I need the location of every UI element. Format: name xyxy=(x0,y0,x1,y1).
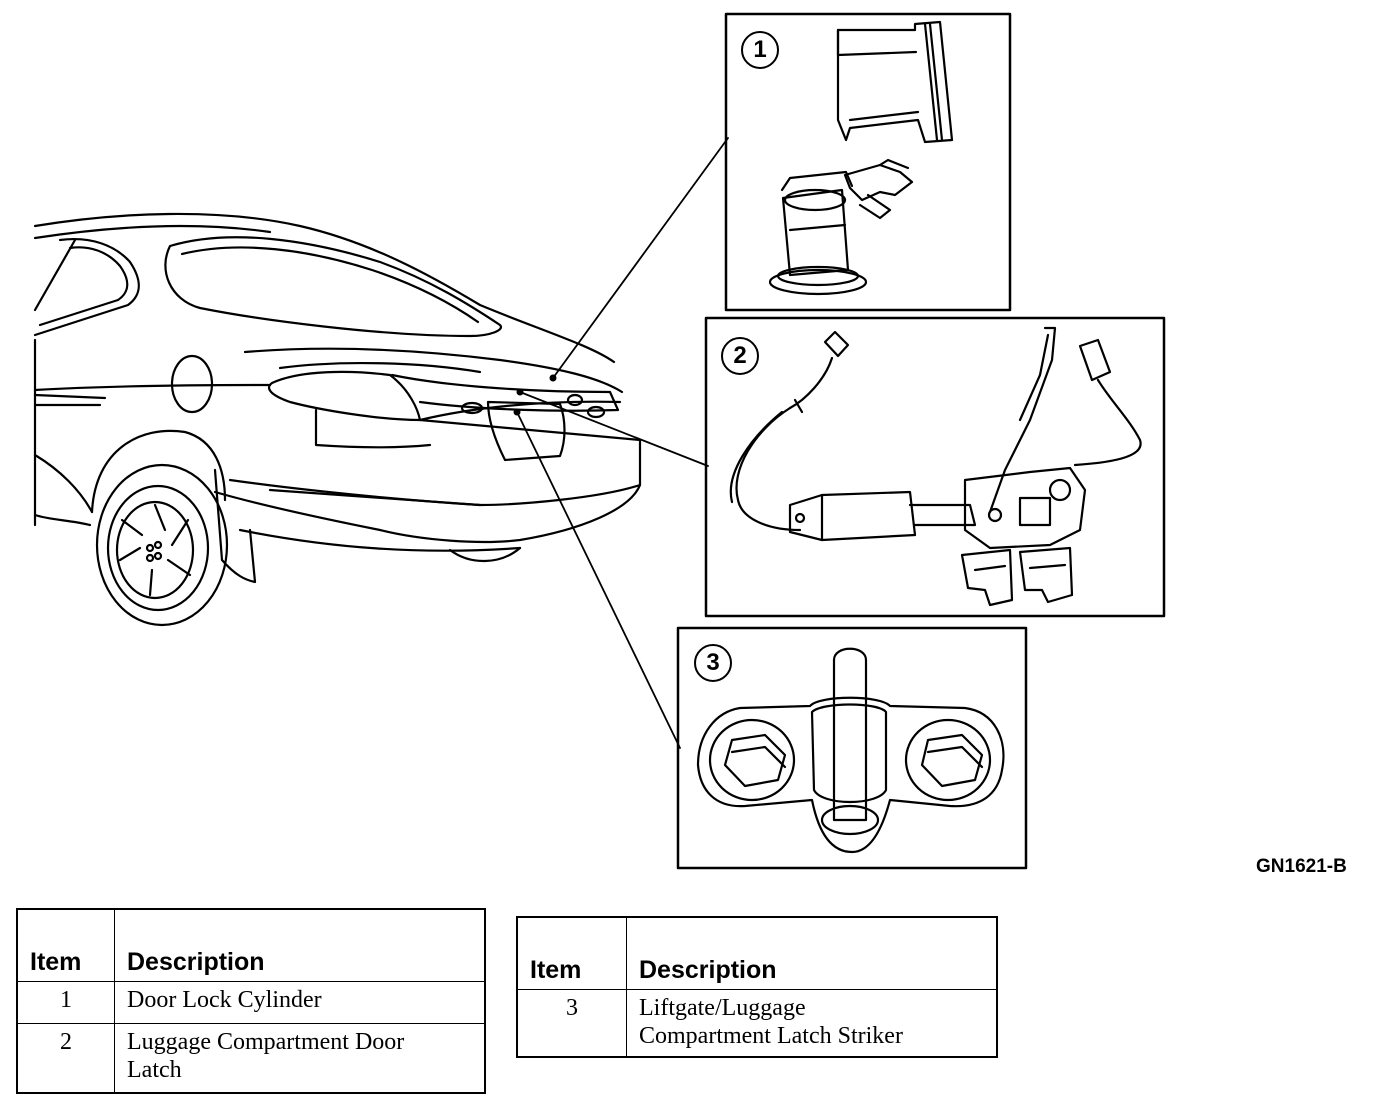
header-item: Item xyxy=(516,916,627,990)
item-number: 2 xyxy=(16,1022,115,1094)
description-line: Liftgate/Luggage xyxy=(639,994,806,1021)
description-line: Luggage Compartment Door xyxy=(127,1028,405,1055)
description-line: Latch xyxy=(127,1056,182,1083)
header-item: Item xyxy=(16,908,115,982)
vehicle-rear-view xyxy=(33,212,642,627)
legend-table-left: Item Description 1 Door Lock Cylinder 2 … xyxy=(16,908,486,1094)
description-line: Door Lock Cylinder xyxy=(127,986,322,1013)
door-latch-illustration xyxy=(729,326,1142,607)
leader-lines xyxy=(516,137,729,749)
header-description: Description xyxy=(114,908,486,982)
lock-cylinder-illustration xyxy=(768,20,954,296)
header-description: Description xyxy=(626,916,998,990)
callout-3: 3 xyxy=(694,644,732,682)
detail-box-1 xyxy=(724,12,1012,312)
item-description: Door Lock Cylinder xyxy=(114,980,486,1024)
callout-2: 2 xyxy=(721,337,759,375)
detail-box-3 xyxy=(676,626,1028,870)
latch-striker-illustration xyxy=(696,647,1005,854)
callout-1: 1 xyxy=(741,31,779,69)
item-number: 1 xyxy=(16,980,115,1024)
detail-box-2 xyxy=(704,316,1166,618)
item-number: 3 xyxy=(516,988,627,1058)
table-row: 1 Door Lock Cylinder xyxy=(16,980,486,1024)
description-line: Compartment Latch Striker xyxy=(639,1022,903,1049)
figure-code: GN1621-B xyxy=(1256,856,1347,877)
